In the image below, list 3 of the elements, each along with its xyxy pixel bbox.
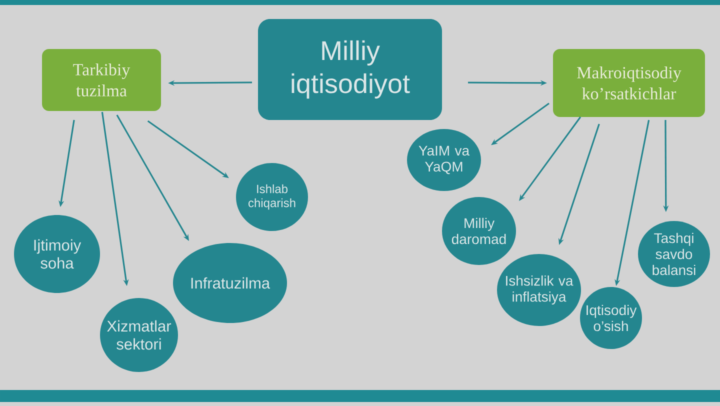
main-topic-box: Milliy iqtisodiyot: [258, 19, 442, 120]
category-box: Makroiqtisodiy ko’rsatkichlar: [553, 49, 705, 117]
category-box: Tarkibiy tuzilma: [42, 49, 161, 111]
